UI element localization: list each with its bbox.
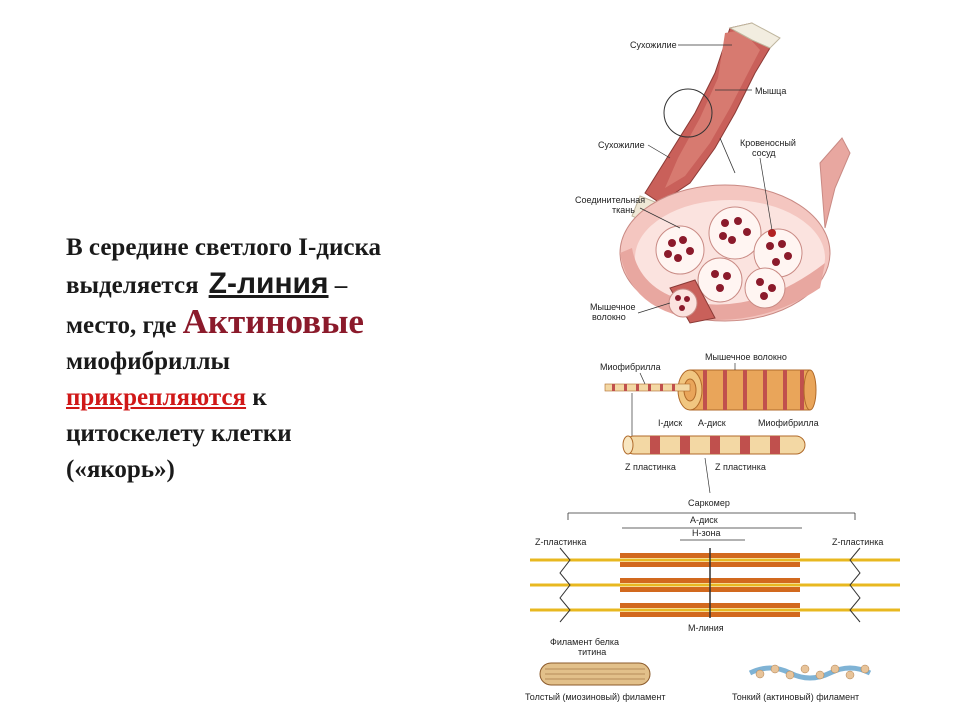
thick-filament (539, 662, 651, 686)
text-line-7: («якорь») (66, 456, 175, 483)
muscle-diagram: Сухожилие Мышца Сухожилие Кровеносный со… (525, 22, 900, 702)
text-line-1: В середине светлого I-диска (66, 234, 381, 261)
text-line-6: цитоскелету клетки (66, 420, 292, 447)
muscle-fiber-cylinder (604, 369, 817, 411)
label-m-line: М-линия (688, 623, 724, 633)
label-blood-vessel-2: сосуд (752, 148, 776, 158)
label-blood-vessel-1: Кровеносный (740, 138, 796, 148)
cross-section (619, 137, 851, 324)
sarcomere-filaments (530, 547, 900, 623)
label-sarcomere: Саркомер (688, 498, 730, 508)
label-fiber-2: волокно (592, 312, 626, 322)
label-titin-1: Филамент белка (550, 637, 619, 647)
label-a-disk: А-диск (698, 418, 726, 428)
label-thin-filament: Тонкий (актиновый) филамент (732, 692, 859, 702)
text-line-5: прикрепляются к (66, 384, 267, 411)
label-tendon-top: Сухожилие (630, 40, 677, 50)
label-connective-1: Соединительная (575, 195, 645, 205)
label-myofibril-right: Миофибрилла (758, 418, 819, 428)
label-i-disk: I-диск (658, 418, 682, 428)
muscle-structure-figure: Сухожилие Мышца Сухожилие Кровеносный со… (520, 18, 920, 708)
label-thick-filament: Толстый (миозиновый) филамент (525, 692, 665, 702)
actin-term: Актиновые (182, 302, 364, 341)
text-line-3: место, где Актиновые (66, 302, 364, 341)
label-a-disk-2: А-диск (690, 515, 718, 525)
label-muscle: Мышца (755, 86, 786, 96)
label-z-plate-2: Z пластинка (715, 462, 766, 472)
text-line-4: миофибриллы (66, 348, 231, 375)
label-tendon-bottom: Сухожилие (598, 140, 645, 150)
z-line-term: Z-линия (208, 267, 329, 300)
label-muscle-fiber: Мышечное волокно (705, 352, 787, 362)
label-fiber-1: Мышечное (590, 302, 636, 312)
label-myofibril-left: Миофибрилла (600, 362, 661, 372)
label-z-plate-left: Z-пластинка (535, 537, 586, 547)
label-z-plate-1: Z пластинка (625, 462, 676, 472)
thin-filament (748, 664, 872, 681)
label-titin-2: титина (578, 647, 606, 657)
label-h-zone: Н-зона (692, 528, 721, 538)
attach-term: прикрепляются (66, 384, 247, 411)
label-z-plate-right: Z-пластинка (832, 537, 883, 547)
myofibril (622, 435, 806, 455)
label-connective-2: ткань (612, 205, 635, 215)
